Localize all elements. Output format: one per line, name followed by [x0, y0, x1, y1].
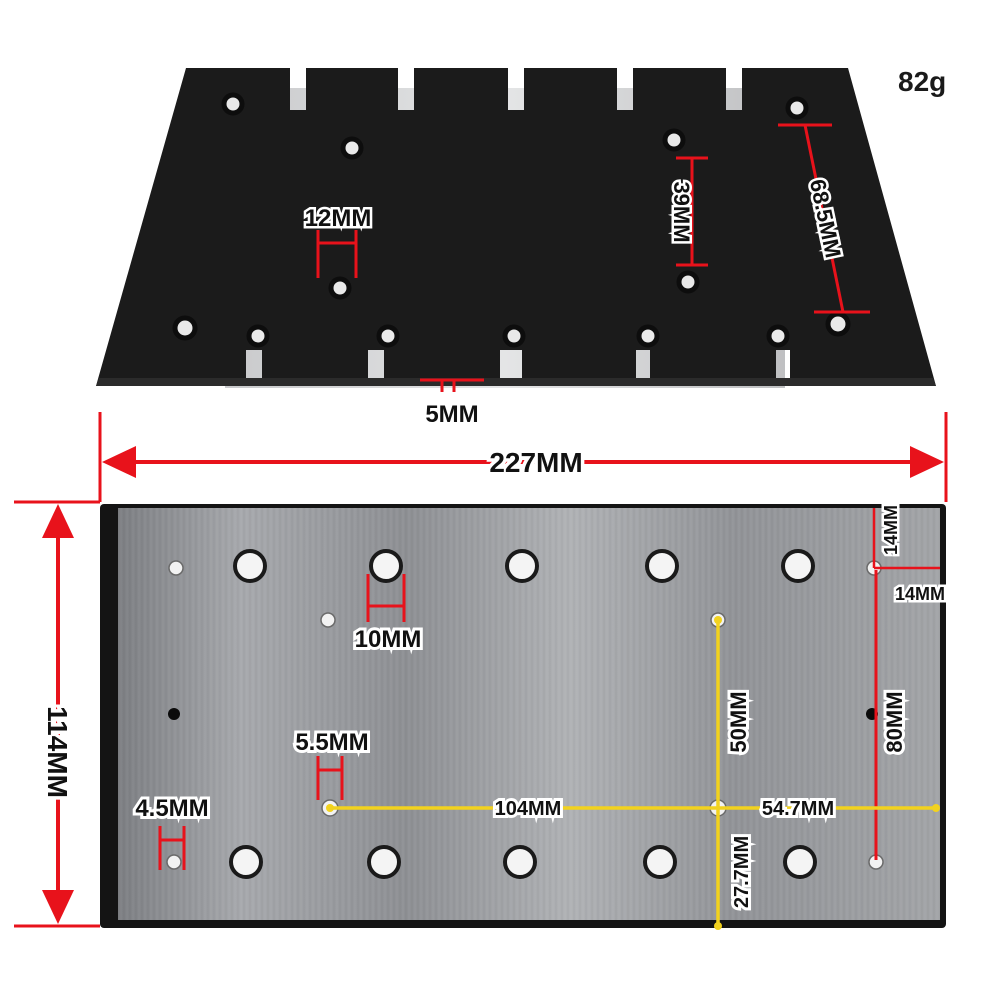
- foam-holes: [172, 92, 851, 348]
- dim-14mm-corner: [872, 508, 940, 570]
- dim-5mm: [420, 378, 484, 392]
- label-104mm: 104MM: [495, 798, 562, 820]
- label-27-7mm: 27.7MM: [731, 836, 753, 908]
- dim-5-5mm: [316, 756, 344, 800]
- dim-10mm: [366, 574, 406, 622]
- label-50mm: 50MM: [726, 691, 751, 752]
- label-4-5mm: 4.5MM: [135, 795, 208, 822]
- foam-pad-body: [96, 68, 936, 386]
- label-14mm-vertical: 14MM: [881, 505, 901, 555]
- label-10mm: 10MM: [355, 626, 422, 653]
- label-14mm-horizontal: 14MM: [895, 584, 945, 604]
- dim-12mm: [316, 230, 358, 278]
- label-114mm: 114MM: [42, 706, 73, 798]
- plate-large-holes: [229, 549, 817, 879]
- dim-68-5mm: [778, 123, 870, 314]
- label-12mm: 12MM: [305, 205, 372, 232]
- dim-114mm: [14, 500, 100, 928]
- label-5-5mm: 5.5MM: [295, 729, 368, 756]
- weight-label: 82g: [898, 66, 947, 97]
- dim-39mm: [676, 156, 708, 267]
- label-227mm: 227MM: [489, 447, 582, 478]
- metal-plate: [100, 504, 946, 928]
- label-54-7mm: 54.7MM: [762, 798, 834, 820]
- label-80mm: 80MM: [882, 691, 907, 752]
- label-5mm: 5MM: [425, 401, 478, 428]
- dim-yellow-lines: [330, 620, 936, 926]
- dim-4-5mm: [158, 826, 186, 870]
- label-39mm: 39MM: [669, 181, 694, 242]
- dim-227mm: [98, 412, 948, 502]
- foam-pad: [96, 68, 936, 388]
